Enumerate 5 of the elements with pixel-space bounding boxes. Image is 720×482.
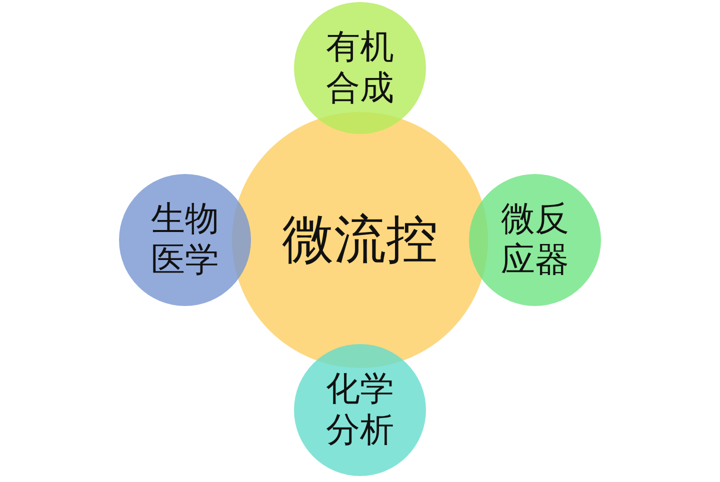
circle-label: 微流控 [281,208,439,272]
circle-label: 生物医学 [150,199,220,281]
circle-label: 化学分析 [324,369,395,451]
circle-label: 有机合成 [324,27,395,109]
circle-label: 微反应器 [500,199,570,281]
